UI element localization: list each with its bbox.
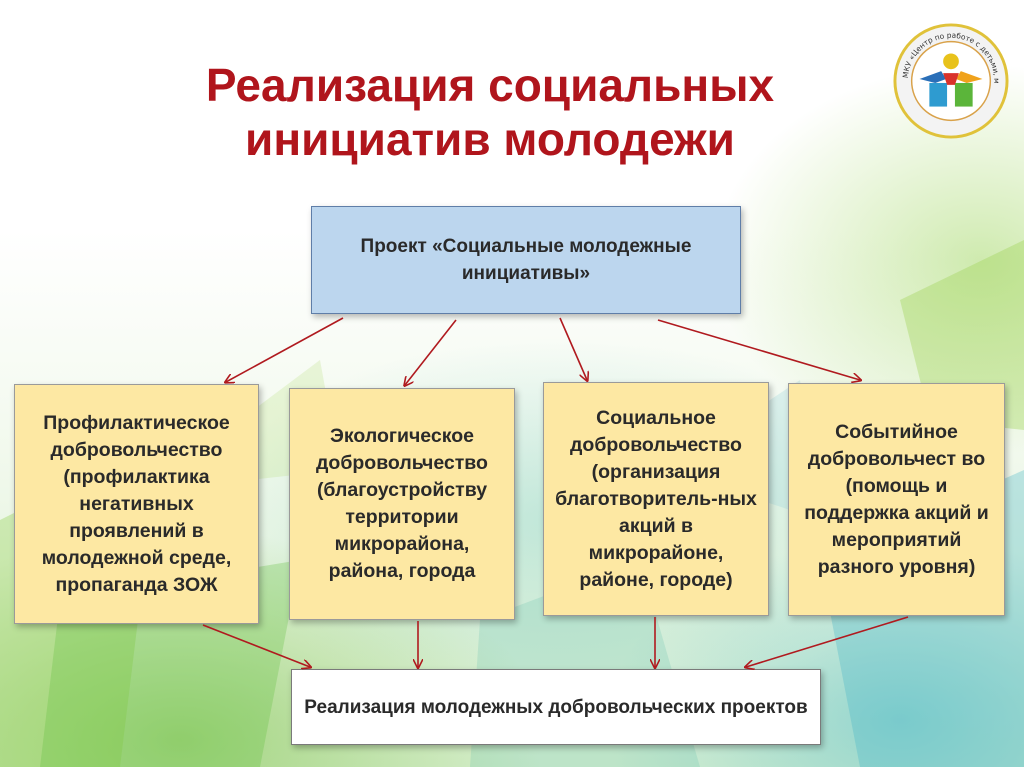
result-box: Реализация молодежных добровольческих пр… bbox=[291, 669, 821, 745]
category-box-prevention: Профилактическое добровольчество (профил… bbox=[14, 384, 259, 624]
slide-title: Реализация социальных инициатив молодежи bbox=[205, 59, 775, 165]
category-box-events: Событийное добровольчест во (помощь и по… bbox=[788, 383, 1005, 616]
organization-logo: МКУ «Центр по работе с детьми, молодежью… bbox=[892, 22, 1009, 139]
project-box: Проект «Социальные молодежные инициативы… bbox=[311, 206, 741, 314]
category-box-social: Социальное добровольчество (организация … bbox=[543, 382, 769, 616]
category-box-ecology: Экологическое добровольчество (благоустр… bbox=[289, 388, 515, 620]
